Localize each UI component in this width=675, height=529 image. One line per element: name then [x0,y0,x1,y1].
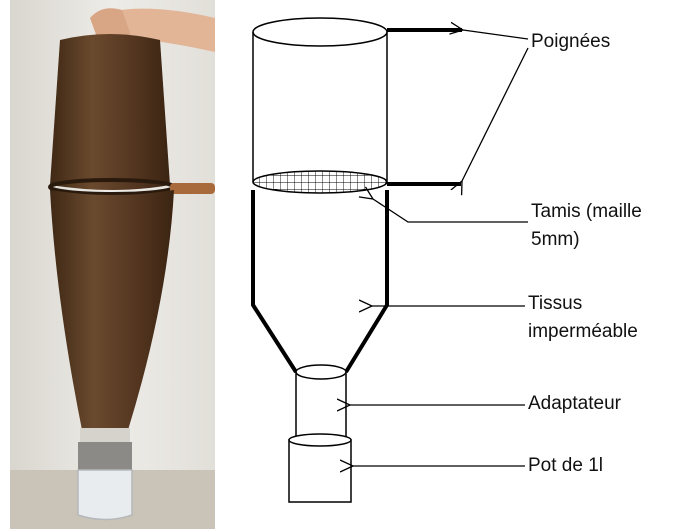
label-handles: Poignées [531,30,610,54]
cone-right-wall [346,190,387,372]
leader-arrows [350,30,528,466]
label-adapter: Adaptateur [528,392,621,416]
adapter [296,365,346,440]
adapter-top-rim [296,365,346,379]
jar-top-rim [289,434,351,446]
cone-left-wall [253,190,296,372]
upper-cylinder [253,18,387,182]
handles [387,30,462,184]
label-sieve-line1: Tamis (maille [531,200,642,224]
sieve [253,171,387,193]
label-fabric-line1: Tissus [528,292,582,316]
lower-cone [253,190,387,372]
arrow-sieve [373,199,528,222]
label-fabric-line2: imperméable [528,320,638,344]
arrow-handle-middle [462,48,528,181]
label-jar: Pot de 1l [528,454,603,478]
adapter-body [296,372,346,440]
jar [289,434,351,502]
jar-body [289,440,351,502]
arrow-handle-top [463,30,528,39]
label-sieve-line2: 5mm) [531,228,580,252]
cylinder-top-rim [253,18,387,46]
